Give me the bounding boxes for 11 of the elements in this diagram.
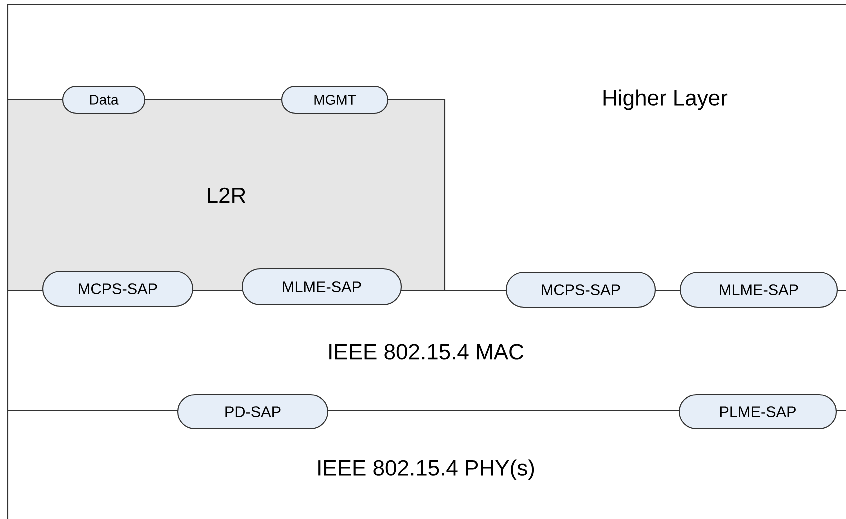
sap-pill: Data — [62, 86, 146, 114]
sap-pill: MCPS-SAP — [42, 270, 194, 308]
layer-label: IEEE 802.15.4 MAC — [330, 344, 524, 360]
sap-pill: MCPS-SAP — [506, 272, 656, 308]
layer-label: IEEE 802.15.4 PHY(s) — [318, 460, 534, 480]
sap-pill: MLME-SAP — [680, 272, 838, 308]
sap-pill: MLME-SAP — [242, 268, 402, 306]
sap-pill: PD-SAP — [177, 394, 329, 430]
sap-pill: PLME-SAP — [678, 394, 838, 430]
layer-label: Higher Layer — [604, 90, 728, 110]
sap-pill: MGMT — [281, 86, 389, 114]
